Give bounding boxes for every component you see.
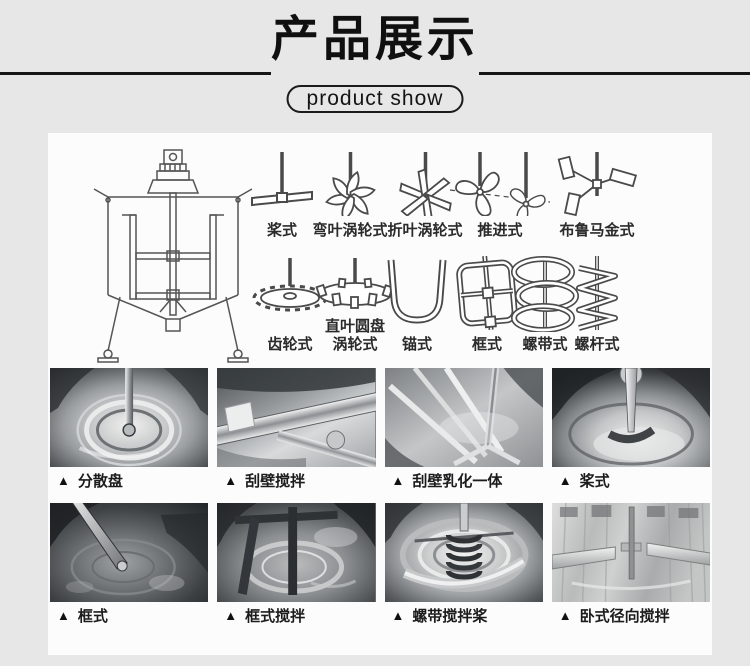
photo-graphic bbox=[551, 503, 710, 602]
photo-graphic bbox=[50, 503, 209, 602]
triangle-bullet-icon: ▲ bbox=[391, 607, 405, 623]
triangle-bullet-icon: ▲ bbox=[391, 472, 405, 488]
product-photo-ribbon-agitator bbox=[384, 503, 543, 602]
triangle-bullet-icon: ▲ bbox=[224, 472, 238, 488]
agitator-figure-frame: 框式 bbox=[444, 256, 530, 354]
agitator-figure-disc-turbine: 直叶圆盘 涡轮式 bbox=[313, 256, 397, 354]
agitator-type-label: 锚式 bbox=[401, 336, 432, 353]
photo-caption-text: 刮壁乳化一体 bbox=[412, 472, 503, 490]
gallery-item: ▲ 卧式径向搅拌 bbox=[551, 503, 710, 628]
page-title: 产品展示 bbox=[270, 11, 479, 67]
agitator-type-label: 布鲁马金式 bbox=[559, 222, 635, 239]
propeller-agitator-icon bbox=[449, 152, 551, 216]
agitator-type-label: 折叶涡轮式 bbox=[387, 222, 463, 239]
mixing-tank-diagram bbox=[92, 147, 254, 367]
pitched-blade-turbine-icon bbox=[398, 152, 452, 216]
product-photo-horizontal-radial-agitator bbox=[551, 503, 710, 602]
helical-ribbon-agitator-icon bbox=[511, 256, 579, 332]
photo-graphic bbox=[217, 368, 376, 467]
content-panel: 桨式 弯叶涡轮式 bbox=[48, 133, 712, 655]
triangle-bullet-icon: ▲ bbox=[558, 607, 572, 623]
anchor-agitator-icon bbox=[387, 259, 447, 324]
triangle-bullet-icon: ▲ bbox=[224, 607, 238, 623]
photo-caption: ▲ 桨式 bbox=[552, 467, 710, 493]
curved-blade-turbine-icon bbox=[324, 152, 376, 216]
agitator-type-label: 推进式 bbox=[477, 222, 523, 239]
photo-caption-text: 螺带搅拌桨 bbox=[412, 607, 488, 625]
agitator-type-label: 螺杆式 bbox=[574, 336, 620, 353]
paddle-agitator-icon bbox=[251, 152, 313, 207]
gallery-item: ▲ 刮壁乳化一体 bbox=[384, 368, 543, 493]
photo-caption: ▲ 框式 bbox=[50, 602, 208, 628]
agitator-figure-screw: 螺杆式 bbox=[569, 256, 625, 354]
agitator-type-label: 桨式 bbox=[266, 222, 297, 239]
photo-caption-text: 卧式径向搅拌 bbox=[579, 607, 670, 625]
straight-blade-disc-turbine-icon bbox=[315, 258, 394, 309]
photo-graphic bbox=[50, 368, 209, 467]
product-photo-scraper-emulsifier bbox=[384, 368, 543, 467]
agitator-figure-brumagin: 布鲁马金式 bbox=[555, 150, 639, 240]
photo-caption-text: 桨式 bbox=[579, 472, 610, 490]
product-photo-dispersion-disc bbox=[50, 368, 209, 467]
mixing-tank-icon bbox=[93, 149, 253, 363]
triangle-bullet-icon: ▲ bbox=[57, 607, 70, 623]
agitator-type-label: 齿轮式 bbox=[267, 336, 313, 353]
photo-graphic bbox=[384, 368, 543, 467]
agitator-figure-paddle: 桨式 bbox=[246, 150, 318, 240]
gallery-item: ▲ 框式 bbox=[50, 503, 209, 628]
photo-caption: ▲ 刮壁乳化一体 bbox=[385, 467, 543, 493]
photo-caption: ▲ 刮壁搅拌 bbox=[217, 467, 375, 493]
product-photo-frame-agitator bbox=[217, 503, 376, 602]
title-divider-right bbox=[479, 72, 750, 75]
agitator-type-label: 框式 bbox=[471, 336, 502, 353]
agitator-type-label: 直叶圆盘 涡轮式 bbox=[324, 318, 385, 353]
title-divider-left bbox=[0, 72, 271, 75]
brumagin-agitator-icon bbox=[557, 152, 638, 217]
photo-graphic bbox=[217, 503, 376, 602]
screw-agitator-icon bbox=[576, 256, 618, 331]
gallery-item: ▲ 刮壁搅拌 bbox=[217, 368, 376, 493]
product-photo-paddle bbox=[551, 368, 710, 467]
photo-graphic bbox=[384, 503, 543, 602]
photo-caption-text: 分散盘 bbox=[77, 472, 123, 490]
triangle-bullet-icon: ▲ bbox=[558, 472, 572, 488]
photo-gallery: ▲ 分散盘 bbox=[50, 368, 710, 628]
frame-agitator-icon bbox=[456, 256, 518, 330]
gallery-item: ▲ 桨式 bbox=[551, 368, 710, 493]
photo-caption: ▲ 框式搅拌 bbox=[217, 602, 375, 628]
photo-caption: ▲ 卧式径向搅拌 bbox=[552, 602, 710, 628]
subtitle-capsule: product show bbox=[286, 85, 464, 113]
product-photo-wall-scraper bbox=[217, 368, 376, 467]
photo-caption: ▲ 螺带搅拌桨 bbox=[385, 602, 543, 628]
agitator-type-label: 螺带式 bbox=[522, 336, 568, 353]
page-subtitle: product show bbox=[306, 87, 444, 110]
product-photo-frame bbox=[50, 503, 209, 602]
photo-graphic bbox=[551, 368, 710, 467]
triangle-bullet-icon: ▲ bbox=[57, 472, 70, 488]
agitator-figure-propeller: 推进式 bbox=[448, 150, 552, 240]
photo-caption: ▲ 分散盘 bbox=[50, 467, 208, 493]
gallery-item: ▲ 螺带搅拌桨 bbox=[384, 503, 543, 628]
photo-caption-text: 刮壁搅拌 bbox=[245, 472, 306, 490]
agitator-type-label: 弯叶涡轮式 bbox=[312, 222, 388, 239]
gallery-item: ▲ 框式搅拌 bbox=[217, 503, 376, 628]
gallery-item: ▲ 分散盘 bbox=[50, 368, 209, 493]
agitator-figure-anchor: 锚式 bbox=[369, 256, 465, 354]
agitator-figure-helical-ribbon: 螺带式 bbox=[507, 256, 583, 354]
photo-caption-text: 框式 bbox=[77, 607, 108, 625]
agitator-figure-curved-turbine: 弯叶涡轮式 bbox=[312, 150, 388, 240]
agitator-figure-pitched-turbine: 折叶涡轮式 bbox=[387, 150, 463, 240]
photo-caption-text: 框式搅拌 bbox=[245, 607, 306, 625]
